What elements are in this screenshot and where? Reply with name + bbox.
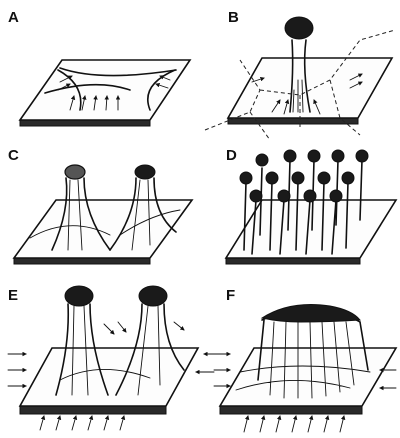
panel-e-label: E: [8, 287, 18, 304]
panel-f-label: F: [226, 287, 235, 304]
panel-c-plate-side: [14, 258, 150, 264]
panel-f: F: [214, 287, 396, 432]
panel-f-plate: [220, 348, 396, 406]
panel-a-label: A: [8, 9, 19, 26]
panel-f-plate-side: [220, 406, 362, 414]
panel-b-cap: [285, 17, 313, 39]
panel-d-label: D: [226, 147, 237, 164]
panel-c-plate: [14, 200, 192, 258]
panel-c: C: [8, 147, 192, 264]
panel-c-label: C: [8, 147, 19, 164]
panel-a: A: [8, 9, 190, 126]
panel-e: E: [8, 286, 222, 430]
panel-a-plate: [20, 60, 190, 120]
panel-c-cap-right: [135, 165, 155, 179]
panel-b-plate-side: [228, 118, 358, 124]
panel-d: D: [226, 147, 396, 264]
panel-d-plate-side: [226, 258, 360, 264]
panel-b: B: [205, 9, 395, 140]
panel-d-plate: [226, 200, 396, 258]
panel-e-plate: [20, 348, 198, 406]
panel-b-label: B: [228, 9, 239, 26]
panel-e-cap-left: [65, 286, 93, 306]
panel-a-plate-side: [20, 120, 150, 126]
panel-f-ridge-cap: [262, 305, 360, 323]
panel-e-cap-right: [139, 286, 167, 306]
panel-c-cap-left: [65, 165, 85, 179]
panel-e-plate-side: [20, 406, 166, 414]
